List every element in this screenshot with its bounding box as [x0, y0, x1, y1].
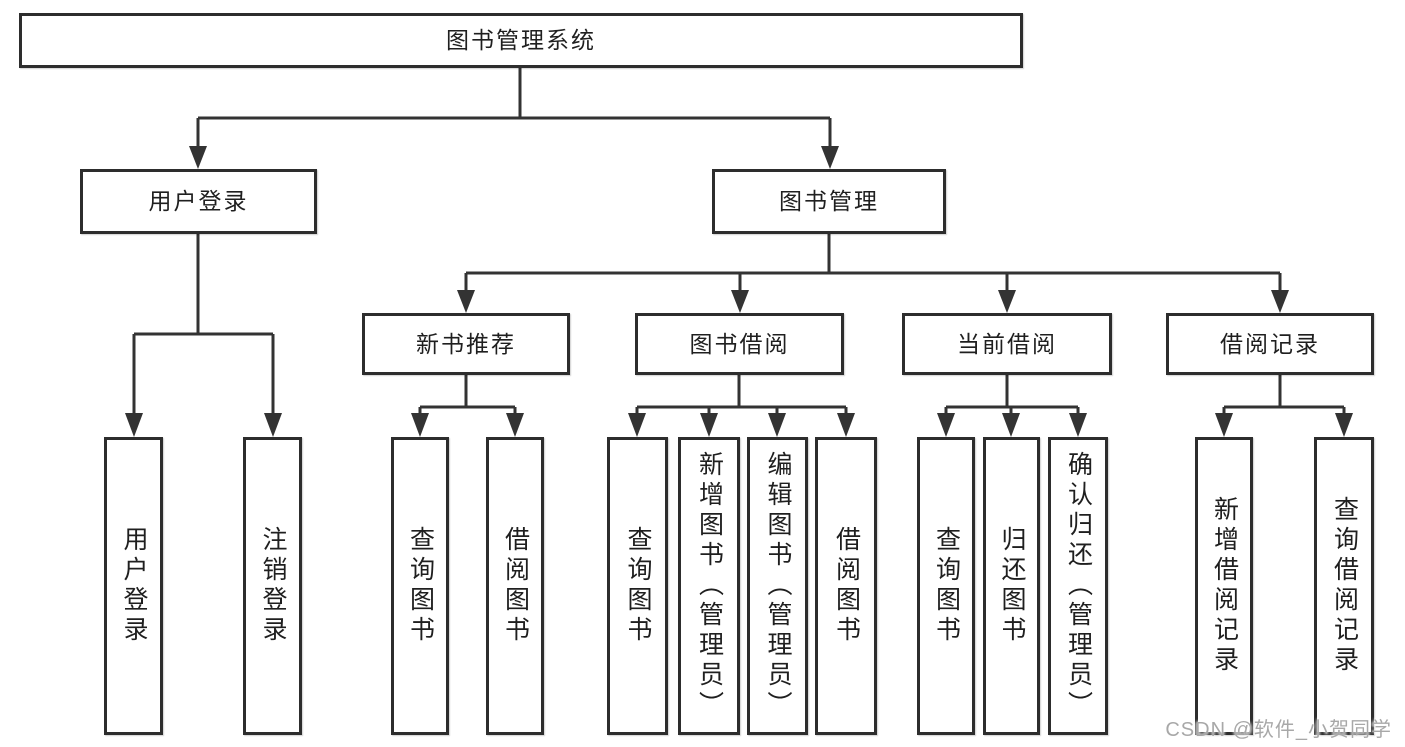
arrow-icon [1069, 413, 1087, 437]
node-root: 图书管理系统 [19, 13, 1023, 68]
arrow-icon [731, 290, 749, 313]
leaf-borrow-book-2: 借阅图书 [815, 437, 877, 735]
node-book-borrow-label: 图书借阅 [689, 330, 790, 357]
leaf-add-borrow-record: 新增借阅记录 [1195, 437, 1253, 735]
node-new-book-rec-label: 新书推荐 [416, 330, 516, 357]
node-user-login: 用户登录 [80, 169, 317, 234]
node-book-mgmt: 图书管理 [712, 169, 946, 234]
arrow-icon [628, 413, 646, 437]
node-borrow-record: 借阅记录 [1166, 313, 1374, 375]
node-book-mgmt-label: 图书管理 [779, 188, 879, 214]
connector-new-book-rec [418, 375, 517, 414]
arrow-icon [189, 146, 207, 169]
leaf-confirm-return-admin-label: 确认归还（管理员） [1064, 451, 1093, 721]
arrow-icon [700, 413, 718, 437]
leaf-add-book-admin-label: 新增图书（管理员） [695, 451, 724, 721]
node-book-borrow: 图书借阅 [635, 313, 844, 375]
leaf-borrow-book-1: 借阅图书 [486, 437, 544, 735]
arrow-icon [506, 413, 524, 437]
leaf-logout: 注销登录 [243, 437, 302, 735]
node-root-label: 图书管理系统 [446, 27, 596, 53]
arrow-icon [768, 413, 786, 437]
leaf-query-book-3-label: 查询图书 [932, 526, 961, 646]
leaf-add-borrow-record-label: 新增借阅记录 [1210, 496, 1239, 676]
leaf-query-book-2-label: 查询图书 [624, 526, 652, 646]
leaf-user-login: 用户登录 [104, 437, 163, 735]
node-new-book-rec: 新书推荐 [362, 313, 570, 375]
arrow-icon [1335, 413, 1353, 437]
arrow-icon [411, 413, 429, 437]
leaf-return-book: 归还图书 [983, 437, 1040, 735]
leaf-user-login-label: 用户登录 [120, 526, 148, 646]
node-current-borrow: 当前借阅 [902, 313, 1112, 375]
connector-user-login [132, 234, 275, 414]
arrow-icon [821, 146, 839, 169]
arrow-icon [837, 413, 855, 437]
arrow-icon [998, 290, 1016, 313]
leaf-borrow-book-1-label: 借阅图书 [501, 526, 530, 646]
node-borrow-record-label: 借阅记录 [1220, 330, 1320, 357]
arrow-icon [1271, 290, 1289, 313]
connector-borrow-record [1222, 375, 1346, 414]
watermark: CSDN @软件_小贺同学 [1165, 719, 1392, 741]
arrow-icon [125, 413, 143, 437]
node-user-login-label: 用户登录 [148, 188, 249, 214]
arrow-icon [937, 413, 955, 437]
connector-current-borrow [944, 375, 1080, 414]
leaf-confirm-return-admin: 确认归还（管理员） [1048, 437, 1108, 735]
arrow-icon [264, 413, 282, 437]
leaf-edit-book-admin-label: 编辑图书（管理员） [764, 451, 792, 721]
leaf-query-book-2: 查询图书 [607, 437, 668, 735]
leaf-query-book-1: 查询图书 [391, 437, 449, 735]
leaf-edit-book-admin: 编辑图书（管理员） [747, 437, 808, 735]
leaf-add-book-admin: 新增图书（管理员） [678, 437, 740, 735]
connector-book-mgmt [464, 234, 1282, 290]
arrow-icon [1002, 413, 1020, 437]
leaf-return-book-label: 归还图书 [998, 526, 1026, 646]
leaf-logout-label: 注销登录 [259, 526, 287, 646]
connector-book-borrow [635, 375, 848, 414]
node-current-borrow-label: 当前借阅 [957, 330, 1057, 357]
leaf-query-book-1-label: 查询图书 [406, 526, 435, 646]
leaf-query-borrow-record-label: 查询借阅记录 [1330, 496, 1359, 676]
arrow-icon [457, 290, 475, 313]
connector-root [196, 68, 832, 147]
arrow-icon [1215, 413, 1233, 437]
leaf-borrow-book-2-label: 借阅图书 [832, 526, 861, 646]
leaf-query-book-3: 查询图书 [917, 437, 975, 735]
leaf-query-borrow-record: 查询借阅记录 [1314, 437, 1374, 735]
